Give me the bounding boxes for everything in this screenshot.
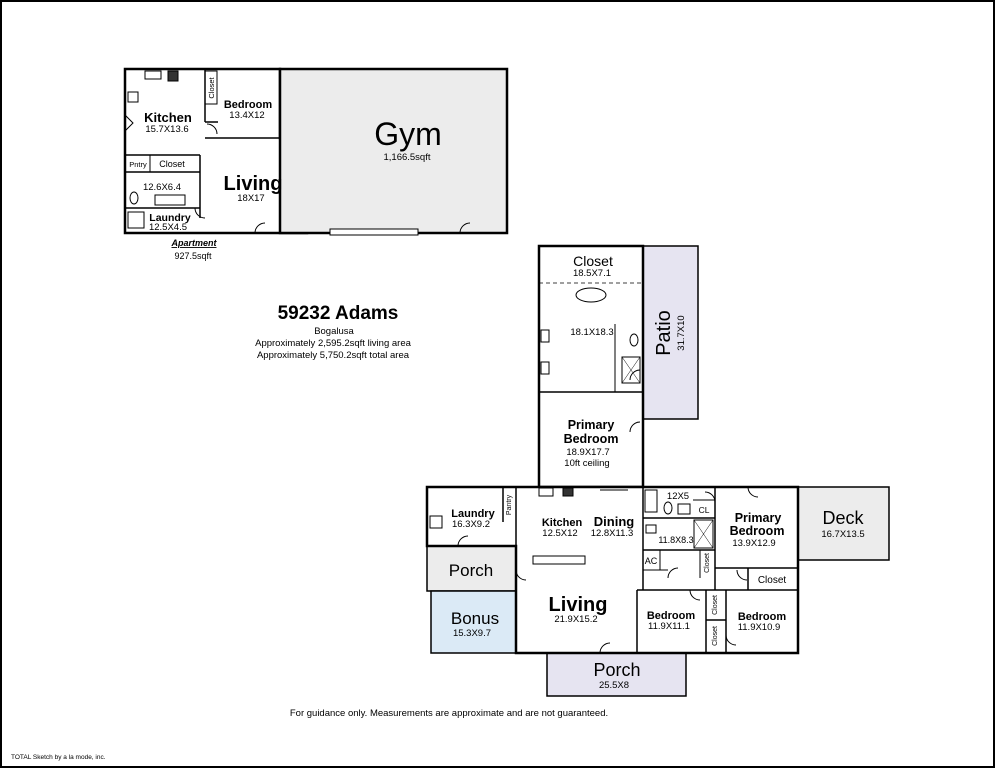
- dining-dims: 12.8X11.3: [591, 528, 634, 539]
- primary-bedroom-2-label-2: Bedroom: [730, 524, 785, 538]
- laundry-dims: 16.3X9.2: [452, 519, 490, 530]
- closet-v1-label: Closet: [712, 595, 719, 615]
- deck-label: Deck: [822, 508, 864, 528]
- apt-kitchen-dims: 15.7X13.6: [145, 124, 188, 135]
- closet-v2-label: Closet: [712, 626, 719, 646]
- property-living-area: Approximately 2,595.2sqft living area: [255, 338, 411, 349]
- bedroom-b-dims: 11.9X10.9: [738, 622, 781, 633]
- apt-laundry-label: Laundry: [149, 212, 191, 224]
- cl-label: CL: [699, 505, 710, 515]
- bedroom-a-dims: 11.9X11.1: [648, 621, 690, 632]
- closet-right-label: Closet: [758, 575, 787, 586]
- apt-closet-label-b: Closet: [159, 159, 185, 169]
- kitchen-label: Kitchen: [542, 517, 583, 529]
- property-city: Bogalusa: [314, 326, 354, 337]
- apartment-area: 927.5sqft: [174, 251, 212, 261]
- main-house-plan: [425, 244, 890, 697]
- primary-bedroom-label-2: Bedroom: [564, 432, 619, 446]
- gym-area: 1,166.5sqft: [383, 152, 430, 163]
- apartment-title: Apartment: [170, 238, 217, 248]
- apt-pantry-label: Pntry: [129, 160, 147, 169]
- patio-label: Patio: [653, 310, 675, 356]
- closet-top-dims: 18.5X7.1: [573, 268, 611, 279]
- living-label: Living: [549, 594, 608, 616]
- bath-b-dims: 11.8X8.3: [658, 535, 693, 545]
- kitchen-dims: 12.5X12: [542, 528, 577, 539]
- patio-dims: 31.7X10: [676, 315, 687, 350]
- apt-bedroom-label: Bedroom: [224, 99, 273, 111]
- gym-room: [278, 67, 509, 236]
- primary-bedroom-label-1: Primary: [568, 418, 615, 432]
- apt-bedroom-dims: 13.4X12: [229, 110, 264, 121]
- laundry-label: Laundry: [451, 508, 495, 520]
- gym-label: Gym: [374, 116, 442, 152]
- living-dims: 21.9X15.2: [554, 614, 597, 625]
- apartment-plan: [123, 67, 309, 235]
- dining-label: Dining: [594, 514, 634, 529]
- bedroom-b-label: Bedroom: [738, 611, 787, 623]
- primary-bedroom-2-label-1: Primary: [735, 511, 782, 525]
- property-total-area: Approximately 5,750.2sqft total area: [257, 350, 410, 361]
- bedroom-a-label: Bedroom: [647, 610, 696, 622]
- porch-bottom-label: Porch: [593, 660, 640, 680]
- bonus-dims: 15.3X9.7: [453, 628, 491, 639]
- property-address: 59232 Adams: [278, 303, 399, 324]
- bath-a-dims: 12X5: [667, 491, 689, 502]
- apt-closet-label-a: Closet: [207, 76, 216, 98]
- apt-laundry-dims: 12.5X4.5: [149, 222, 187, 233]
- sketch-credit: TOTAL Sketch by a la mode, inc.: [11, 754, 106, 761]
- primary-bedroom-dims: 18.9X17.7: [566, 447, 609, 458]
- apt-kitchen-label: Kitchen: [144, 110, 192, 125]
- closet-small-label: Closet: [704, 553, 711, 573]
- primary-bedroom-note: 10ft ceiling: [564, 458, 609, 469]
- apt-living-dims: 18X17: [237, 193, 264, 204]
- ac-label: AC: [645, 556, 658, 566]
- primary-bath-dims: 18.1X18.3: [570, 327, 613, 338]
- bonus-label: Bonus: [451, 609, 499, 628]
- pantry-label: Pantry: [506, 494, 513, 515]
- closet-top-label: Closet: [573, 253, 613, 269]
- porch-bottom-dims: 25.5X8: [599, 680, 629, 691]
- disclaimer: For guidance only. Measurements are appr…: [290, 708, 608, 719]
- deck-dims: 16.7X13.5: [821, 529, 864, 540]
- primary-bedroom-2-dims: 13.9X12.9: [732, 538, 775, 549]
- apt-living-label: Living: [224, 173, 283, 195]
- apt-bath-dims: 12.6X6.4: [143, 182, 181, 193]
- porch-left-label: Porch: [449, 561, 493, 580]
